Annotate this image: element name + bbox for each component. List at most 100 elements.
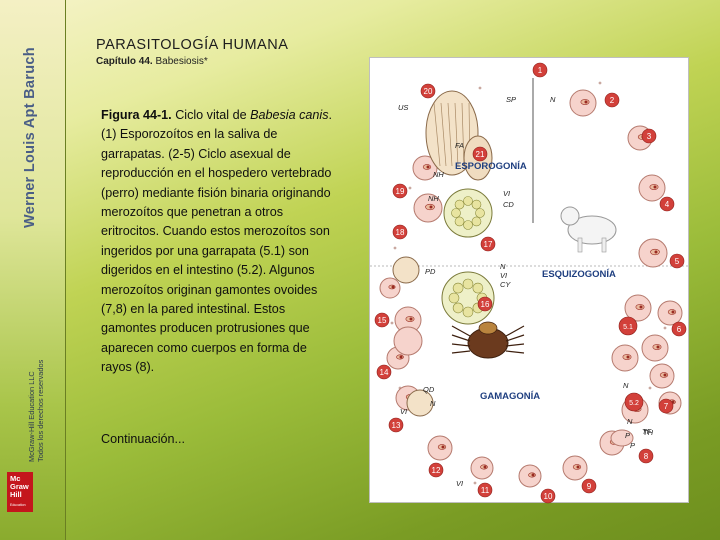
tick-leg: [505, 350, 525, 354]
stage-marker: [472, 146, 488, 162]
stage-number: 20: [424, 87, 433, 96]
chapter-subtitle: Capítulo 44. Babesiosis*: [96, 56, 208, 67]
caption-figure-label: Figura 44-1.: [101, 108, 172, 122]
stage-marker: [618, 316, 638, 336]
cyst-nucleus: [463, 220, 473, 230]
parasite-nucleus: [639, 305, 643, 309]
dog-head: [560, 206, 580, 226]
tick-leg: [505, 343, 525, 347]
cyst-nucleus: [471, 216, 482, 227]
cyst-nucleus: [451, 208, 461, 218]
parasite-nucleus: [671, 310, 675, 314]
chapter-topic: Babesiosis*: [155, 56, 208, 67]
figure-caption: Figura 44-1. Ciclo vital de Babesia cani…: [101, 106, 336, 378]
dog-body: [567, 215, 617, 245]
structure-label: N: [500, 262, 506, 271]
parasite-nucleus: [426, 165, 430, 169]
parasite-nucleus: [584, 100, 588, 104]
structure-label: N: [623, 381, 629, 390]
stage-marker: [581, 478, 597, 494]
stage-marker: [540, 488, 556, 504]
structure-label: N: [550, 95, 556, 104]
cyst-nucleus: [454, 216, 465, 227]
stage-number: 12: [432, 466, 441, 475]
stage-number: 15: [378, 316, 387, 325]
cyst-nucleus: [454, 199, 465, 210]
stage-marker: [641, 128, 657, 144]
cycle-path-dot: [663, 326, 667, 330]
chapter-number: Capítulo 44.: [96, 56, 153, 67]
structure-label: NH: [428, 194, 439, 203]
stage-marker: [669, 253, 685, 269]
copyright-line-2: Todos los derechos reservados: [36, 359, 45, 462]
gland-fiber: [440, 102, 447, 167]
structure-label: N: [627, 417, 633, 426]
cyst-nucleus: [452, 302, 464, 314]
stage-marker: [671, 321, 687, 337]
copyright-line-1: McGraw-Hill Education LLC: [27, 371, 36, 462]
stage-number: 19: [396, 187, 405, 196]
phase-title: GAMAGONÍA: [480, 391, 540, 402]
stage-number: 5.2: [629, 400, 639, 407]
stage-number: 21: [476, 150, 485, 159]
stage-marker: [392, 224, 408, 240]
stage-marker: [659, 196, 675, 212]
parasite-nucleus: [409, 317, 413, 321]
ookinete-cell: [392, 256, 420, 284]
structure-label: VI: [456, 479, 463, 488]
stage-marker: [477, 296, 493, 312]
caption-body: . (1) Esporozoítos en la saliva de garra…: [101, 108, 333, 375]
structure-label: TF: [642, 427, 652, 436]
cyst-nucleus: [472, 282, 484, 294]
book-title: PARASITOLOGÍA HUMANA: [96, 37, 289, 53]
tick-leg: [451, 343, 471, 347]
cycle-path-dot: [648, 386, 652, 390]
sporogony-cyst: [443, 188, 493, 238]
gland-fiber: [433, 102, 441, 167]
structure-label: VI: [400, 407, 407, 416]
stage-marker: [428, 462, 444, 478]
structure-label: NH: [433, 170, 444, 179]
cyst-nucleus: [462, 278, 474, 290]
stage-marker: [392, 183, 408, 199]
cycle-path-dot: [393, 246, 397, 250]
stage-number: 4: [665, 200, 670, 209]
stage-number: 7: [664, 402, 669, 411]
phase-title: ESPOROGONÍA: [455, 161, 527, 172]
parasite-nucleus: [576, 465, 580, 469]
gamete-cell: [406, 389, 434, 417]
parasite-nucleus: [429, 205, 433, 209]
parasite-nucleus: [391, 285, 395, 289]
structure-label: P: [625, 431, 630, 440]
zygote-cell: [393, 326, 423, 356]
structure-label: N: [430, 399, 436, 408]
cycle-path-dot: [473, 481, 477, 485]
tick-leg: [451, 325, 471, 337]
gland-fiber: [454, 102, 459, 167]
structure-label: US: [398, 103, 408, 112]
stage-number: 5: [675, 257, 680, 266]
stage-marker: [604, 92, 620, 108]
phase-title: ESQUIZOGONÍA: [542, 269, 616, 280]
logo-line-1: Mc: [10, 474, 21, 483]
tick-leg: [451, 334, 471, 342]
cyst-nucleus: [475, 208, 485, 218]
stage-number: 14: [380, 368, 389, 377]
stage-marker: [480, 236, 496, 252]
caption-prefix: Ciclo vital de: [175, 108, 251, 122]
parasite-nucleus: [441, 445, 445, 449]
sidebar: Werner Louis Apt Baruch McGraw-Hill Educ…: [0, 0, 66, 540]
cycle-path-dot: [408, 186, 412, 190]
logo-sub: Education: [10, 503, 26, 507]
stage-marker: [532, 62, 548, 78]
stage-number: 1: [538, 66, 543, 75]
dog-leg: [577, 237, 583, 253]
structure-label: TH: [643, 428, 654, 437]
cycle-path-dot: [390, 321, 394, 325]
stage-number: 3: [647, 132, 652, 141]
parasite-nucleus: [531, 473, 535, 477]
tick-leg: [451, 350, 471, 354]
stage-number: 16: [481, 300, 490, 309]
